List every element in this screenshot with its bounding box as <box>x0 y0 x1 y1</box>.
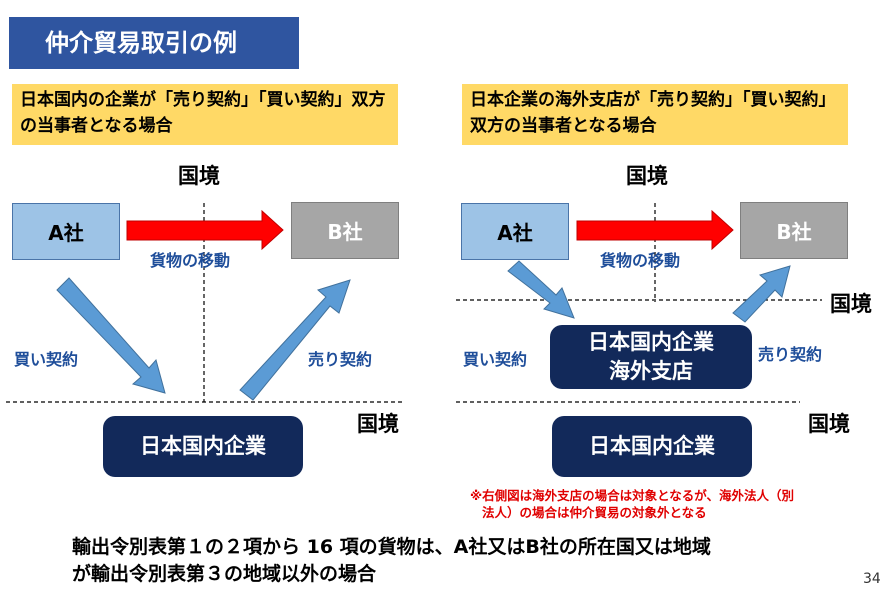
footer-text: 輸出令別表第１の２項から 16 項の貨物は、A社又はB社の所在国又は地域 が輸出… <box>72 534 842 588</box>
right-heading: 日本企業の海外支店が「売り契約」「買い契約」双方の当事者となる場合 <box>462 84 848 145</box>
left-company-b: B社 <box>291 202 399 259</box>
left-goods-arrow <box>126 209 284 251</box>
footer-line2: が輸出令別表第３の地域以外の場合 <box>72 563 377 585</box>
left-sell-arrow <box>239 279 351 401</box>
left-buy-arrow <box>56 277 166 394</box>
right-border-label-bottom: 国境 <box>808 412 850 436</box>
note-line2: 法人）の場合は仲介貿易の対象外となる <box>482 505 707 520</box>
left-border-label-bottom: 国境 <box>357 412 399 436</box>
right-goods-label: 貨物の移動 <box>600 251 681 270</box>
right-buy-arrow <box>507 260 575 319</box>
note-line1: ※右側図は海外支店の場合は対象となるが、海外法人（別 <box>470 488 795 503</box>
right-sell-arrow <box>732 265 791 323</box>
left-sell-label: 売り契約 <box>308 350 373 369</box>
right-sell-label: 売り契約 <box>758 345 823 364</box>
right-overseas-branch: 日本国内企業 海外支店 <box>550 325 752 389</box>
right-border-label-top: 国境 <box>626 164 668 188</box>
page-title: 仲介貿易取引の例 <box>9 17 299 69</box>
branch-line1: 日本国内企業 <box>588 330 714 354</box>
left-company-a: A社 <box>12 203 120 260</box>
left-border-label-top: 国境 <box>178 164 220 188</box>
left-buy-label: 買い契約 <box>14 350 79 369</box>
left-domestic-company: 日本国内企業 <box>103 416 303 477</box>
right-company-a: A社 <box>461 203 569 260</box>
left-heading: 日本国内の企業が「売り契約」「買い契約」双方の当事者となる場合 <box>12 84 398 145</box>
page-number: 34 <box>863 571 881 587</box>
footer-line1: 輸出令別表第１の２項から 16 項の貨物は、A社又はB社の所在国又は地域 <box>72 536 711 558</box>
right-company-b: B社 <box>740 202 848 259</box>
right-buy-label: 買い契約 <box>463 350 528 369</box>
right-border-label-mid: 国境 <box>830 292 872 316</box>
left-goods-label: 貨物の移動 <box>150 251 231 270</box>
right-note: ※右側図は海外支店の場合は対象となるが、海外法人（別 法人）の場合は仲介貿易の対… <box>470 487 880 521</box>
right-goods-arrow <box>576 209 734 251</box>
right-domestic-company: 日本国内企業 <box>552 416 752 477</box>
branch-line2: 海外支店 <box>609 359 693 383</box>
